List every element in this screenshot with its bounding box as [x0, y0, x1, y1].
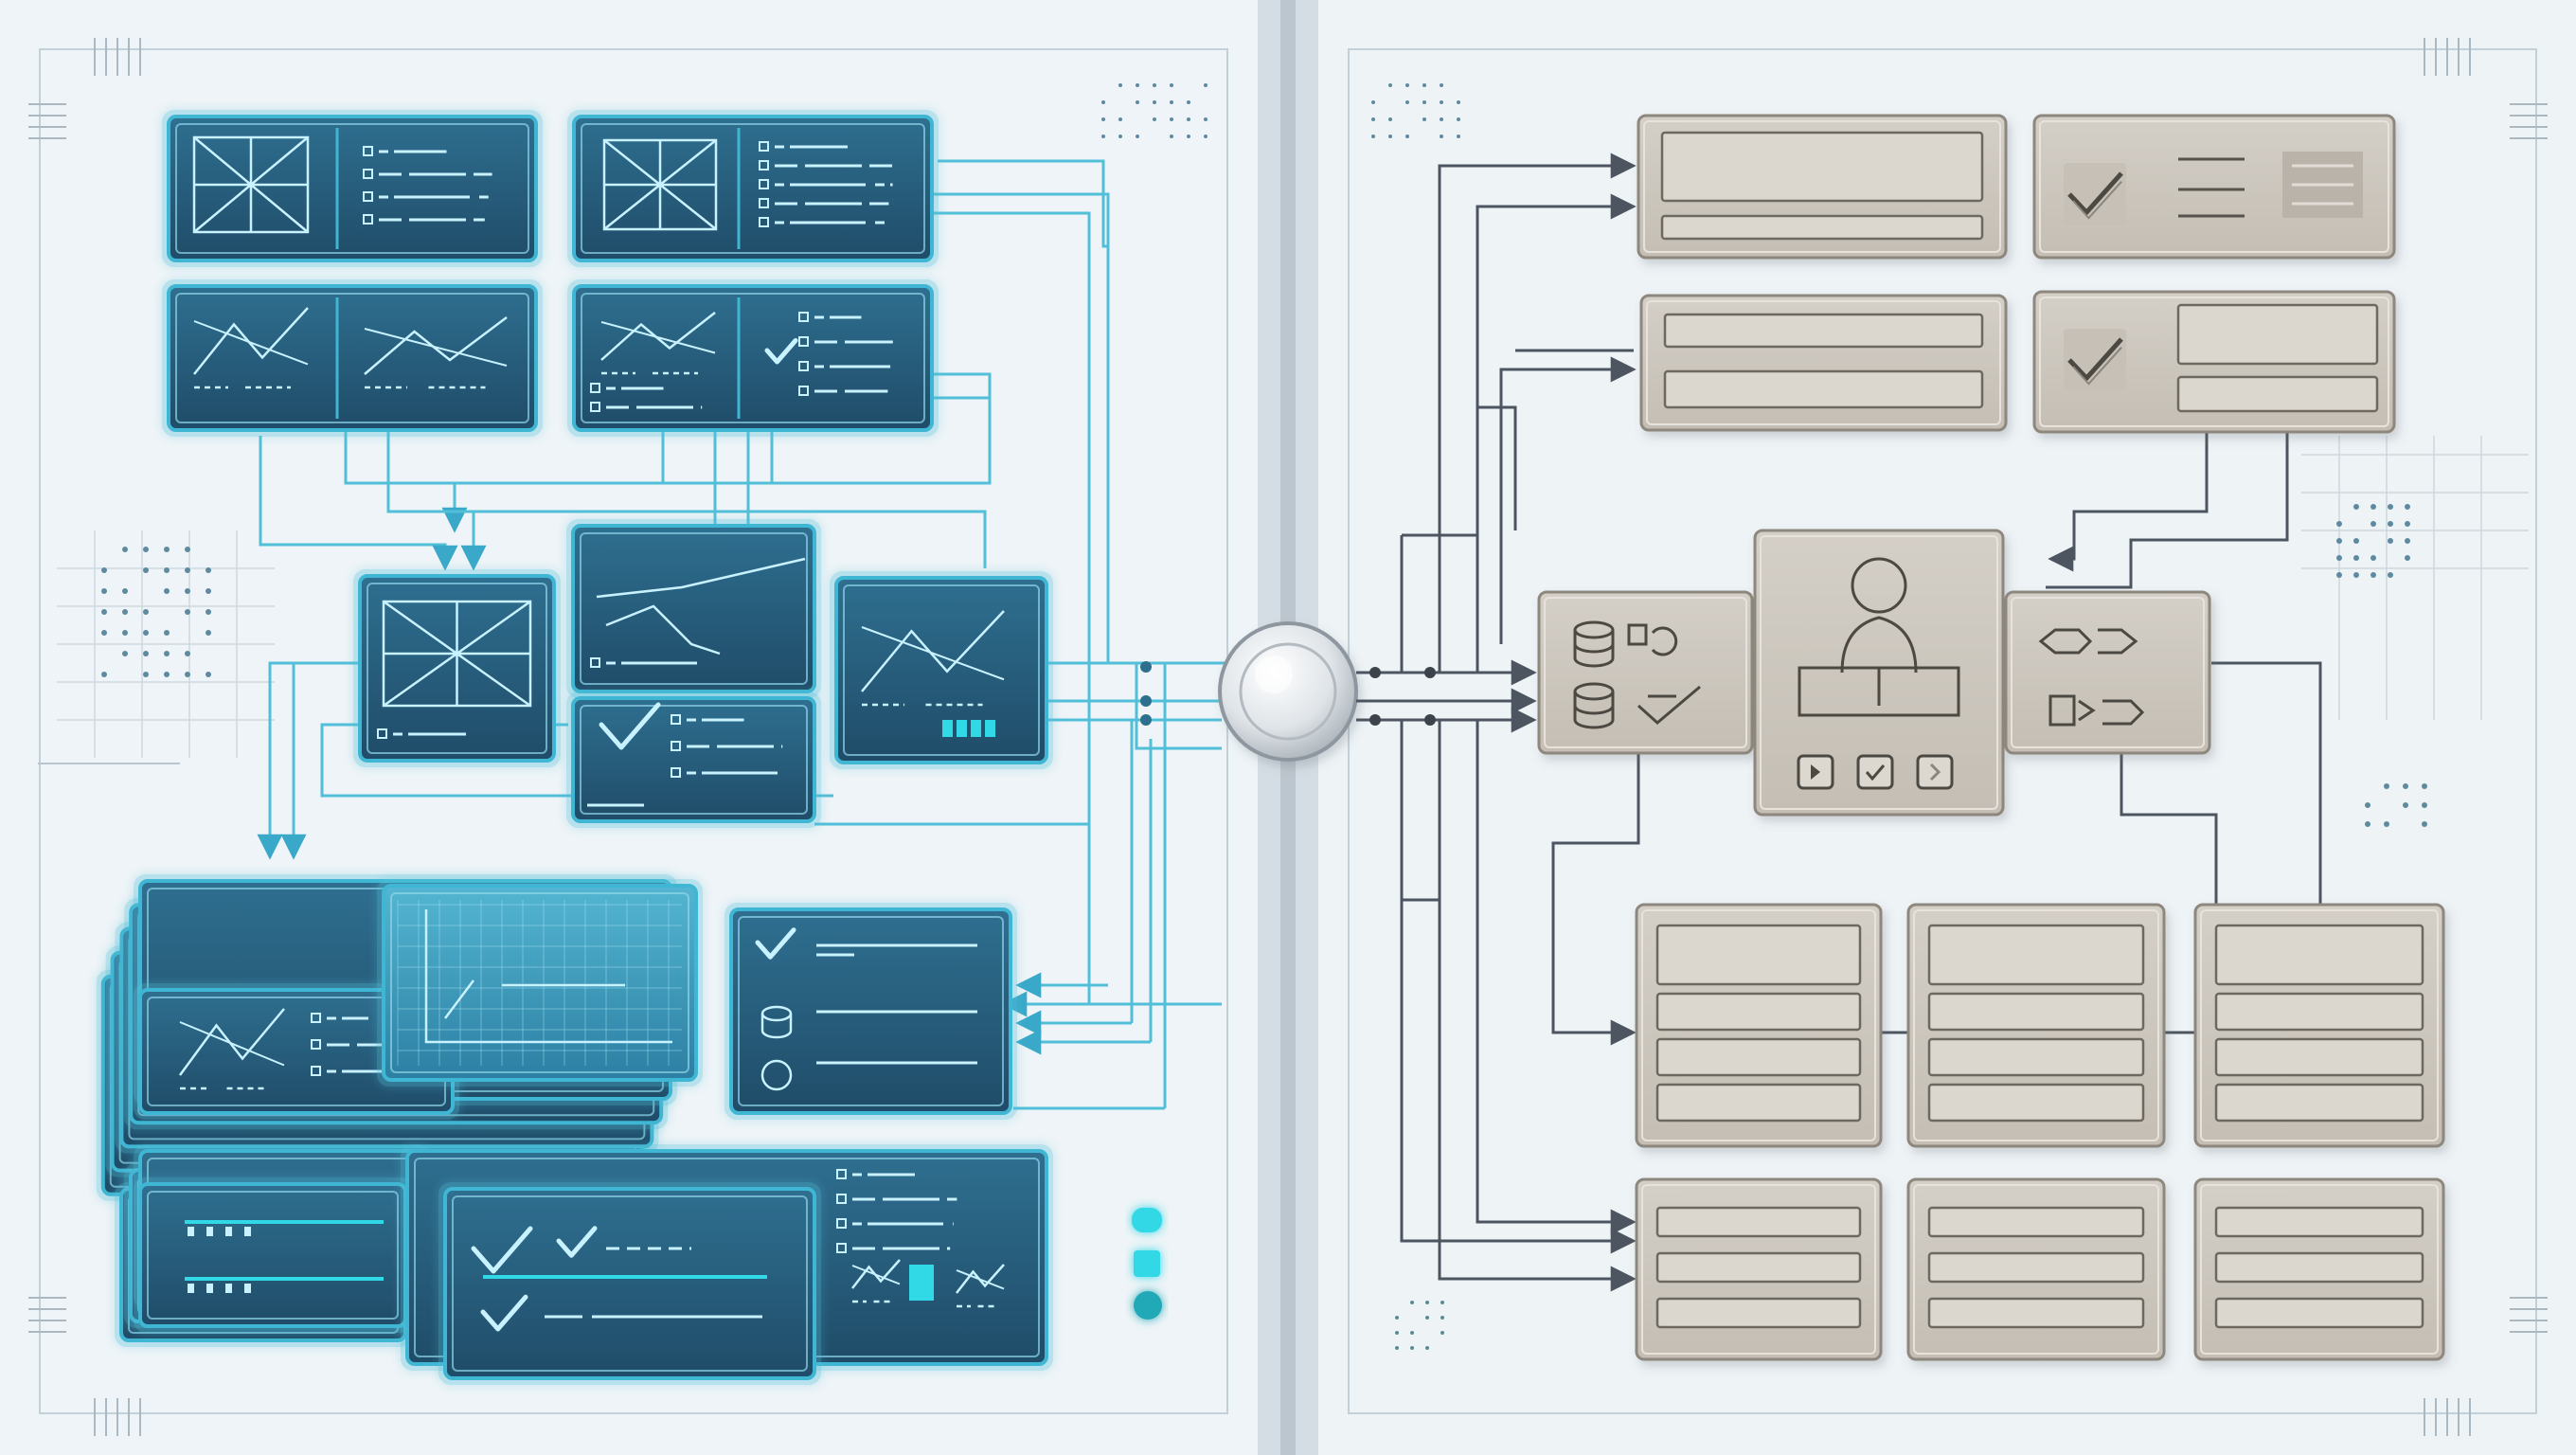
screen-checklist[interactable]	[724, 903, 1017, 1120]
dot-matrix-right	[2336, 504, 2410, 578]
card-hub-left[interactable]	[1537, 590, 1754, 755]
screen-top-2[interactable]	[567, 110, 939, 267]
dot-matrix-decor	[101, 83, 2427, 1350]
stack-left-lower-front[interactable]	[134, 1177, 412, 1333]
center-hub[interactable]	[1218, 621, 1358, 762]
card-hub-user[interactable]	[1753, 529, 2005, 817]
card-top-2[interactable]	[2032, 114, 2396, 260]
dot-matrix-right-bottom	[1395, 1301, 1444, 1350]
grid-card-r1-c3[interactable]	[2193, 903, 2445, 1148]
card-top-4[interactable]	[2032, 290, 2396, 434]
screen-mid-3[interactable]	[566, 692, 821, 828]
card-top-1[interactable]	[1637, 114, 2008, 260]
grid-card-r2-c2[interactable]	[1906, 1177, 2166, 1361]
dot-matrix-right-top	[1371, 83, 1460, 138]
grid-card-r1-c2[interactable]	[1906, 903, 2166, 1148]
screen-top-3[interactable]	[162, 279, 543, 437]
left-junction-dots	[1140, 661, 1152, 726]
stack-bottom-front[interactable]	[438, 1169, 1005, 1385]
dot-matrix-left-top	[1101, 83, 1208, 138]
status-dot-1[interactable]	[1132, 1208, 1162, 1232]
screen-mid-1[interactable]	[353, 569, 561, 767]
user-icon	[1851, 557, 1907, 614]
right-cards	[1537, 114, 2445, 1361]
grid-card-r2-c1[interactable]	[1635, 1177, 1883, 1361]
status-dots	[1132, 1208, 1162, 1320]
screen-top-1[interactable]	[162, 110, 543, 267]
right-junction-dots	[1369, 667, 1436, 726]
right-frame	[1348, 48, 2537, 1414]
screen-mid-4[interactable]	[830, 571, 1053, 769]
card-top-3[interactable]	[1639, 294, 2008, 432]
dot-matrix-right-mid	[2365, 783, 2427, 827]
card-hub-right[interactable]	[2004, 590, 2211, 755]
status-dot-3[interactable]	[1134, 1291, 1162, 1320]
stack-left-blueprint[interactable]	[377, 879, 703, 1087]
grid-card-r1-c1[interactable]	[1635, 903, 1883, 1148]
screen-mid-2[interactable]	[566, 519, 821, 698]
dot-matrix-left	[101, 547, 211, 677]
left-frame	[39, 48, 1228, 1414]
left-screens	[96, 110, 1053, 1385]
status-dot-2[interactable]	[1134, 1250, 1160, 1277]
grid-card-r2-c3[interactable]	[2193, 1177, 2445, 1361]
screen-top-4[interactable]	[567, 279, 939, 437]
